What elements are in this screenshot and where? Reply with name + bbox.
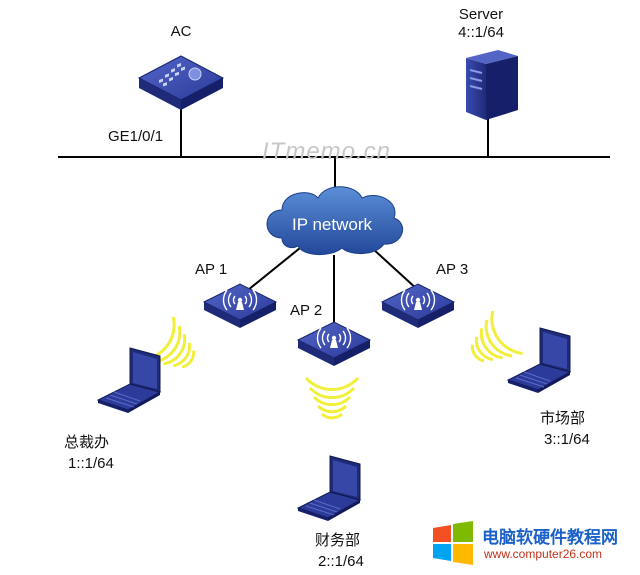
watermark-text: ITmemo.cn (262, 138, 392, 165)
ap3-label: AP 3 (436, 261, 469, 278)
ip-network-cloud-icon (266, 186, 404, 255)
client3-name-label: 市场部 (540, 410, 586, 427)
client1-address-label: 1::1/64 (68, 455, 114, 472)
ac-label: AC (170, 23, 192, 40)
site-logo: 电脑软硬件教程网 www.computer26.com (430, 520, 635, 570)
windows-logo-icon (433, 521, 473, 565)
client1-name-label: 总裁办 (64, 434, 110, 451)
server-icon (466, 50, 518, 120)
server-address-label: 4::1/64 (458, 24, 504, 41)
ap2-label: AP 2 (290, 302, 323, 319)
logo-url: www.computer26.com (484, 547, 603, 561)
ac-port-label: GE1/0/1 (108, 128, 164, 145)
client2-name-label: 财务部 (315, 532, 361, 549)
client2-address-label: 2::1/64 (318, 553, 364, 570)
logo-title: 电脑软硬件教程网 (482, 528, 618, 547)
ap3-link (371, 247, 419, 291)
client1-laptop-icon (97, 347, 161, 414)
ap2-signal-icon (304, 376, 360, 420)
client3-laptop-icon (507, 327, 571, 394)
client3-address-label: 3::1/64 (544, 431, 590, 448)
cloud-label: IP network (291, 215, 373, 234)
ap3-icon (382, 284, 454, 328)
client2-laptop-icon (297, 455, 361, 522)
ap3-signal-icon (458, 309, 525, 378)
ap1-icon (204, 284, 276, 328)
server-label: Server (458, 6, 504, 23)
ap1-label: AP 1 (195, 261, 228, 278)
ap1-link (247, 247, 301, 291)
ac-controller-icon (137, 55, 225, 110)
ap2-icon (298, 322, 370, 366)
